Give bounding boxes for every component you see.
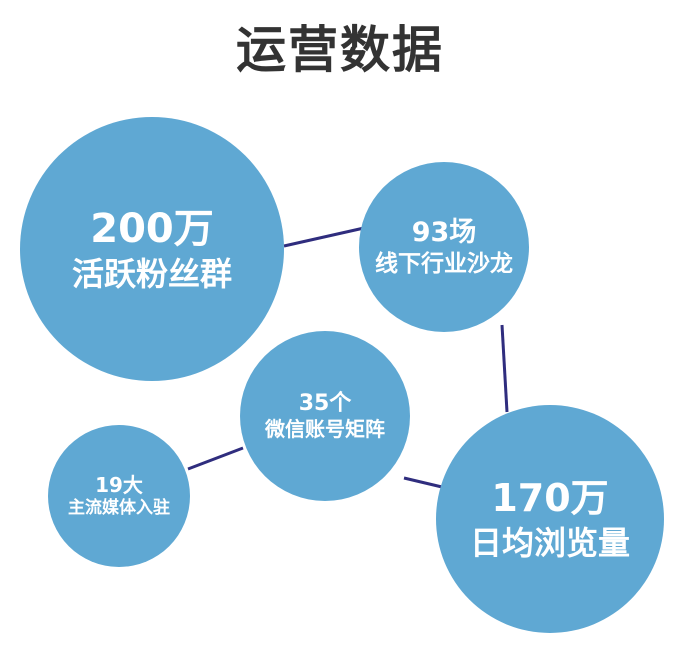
connector-wechat-media	[187, 446, 244, 471]
bubble-label: 线下行业沙龙	[375, 250, 513, 277]
connector-fans-salon	[283, 226, 365, 248]
bubble-active-fans: 200万 活跃粉丝群	[20, 117, 284, 381]
bubble-daily-views: 170万 日均浏览量	[436, 405, 664, 633]
bubble-wechat-accounts: 35个 微信账号矩阵	[240, 331, 410, 501]
bubble-number: 19大	[95, 472, 143, 497]
connector-wechat-views	[403, 476, 443, 489]
page-title: 运营数据	[236, 21, 444, 79]
bubble-number: 200万	[90, 206, 214, 252]
bubble-number: 35个	[298, 390, 352, 416]
bubble-number: 170万	[491, 476, 609, 521]
connector-salon-views	[500, 324, 509, 413]
bubble-offline-salons: 93场 线下行业沙龙	[359, 162, 529, 332]
bubble-label: 主流媒体入驻	[68, 497, 170, 518]
bubble-label: 微信账号矩阵	[265, 417, 385, 442]
bubble-number: 93场	[411, 216, 477, 248]
bubble-label: 活跃粉丝群	[71, 255, 232, 293]
bubble-media-outlets: 19大 主流媒体入驻	[48, 425, 190, 567]
bubble-label: 日均浏览量	[469, 523, 630, 562]
